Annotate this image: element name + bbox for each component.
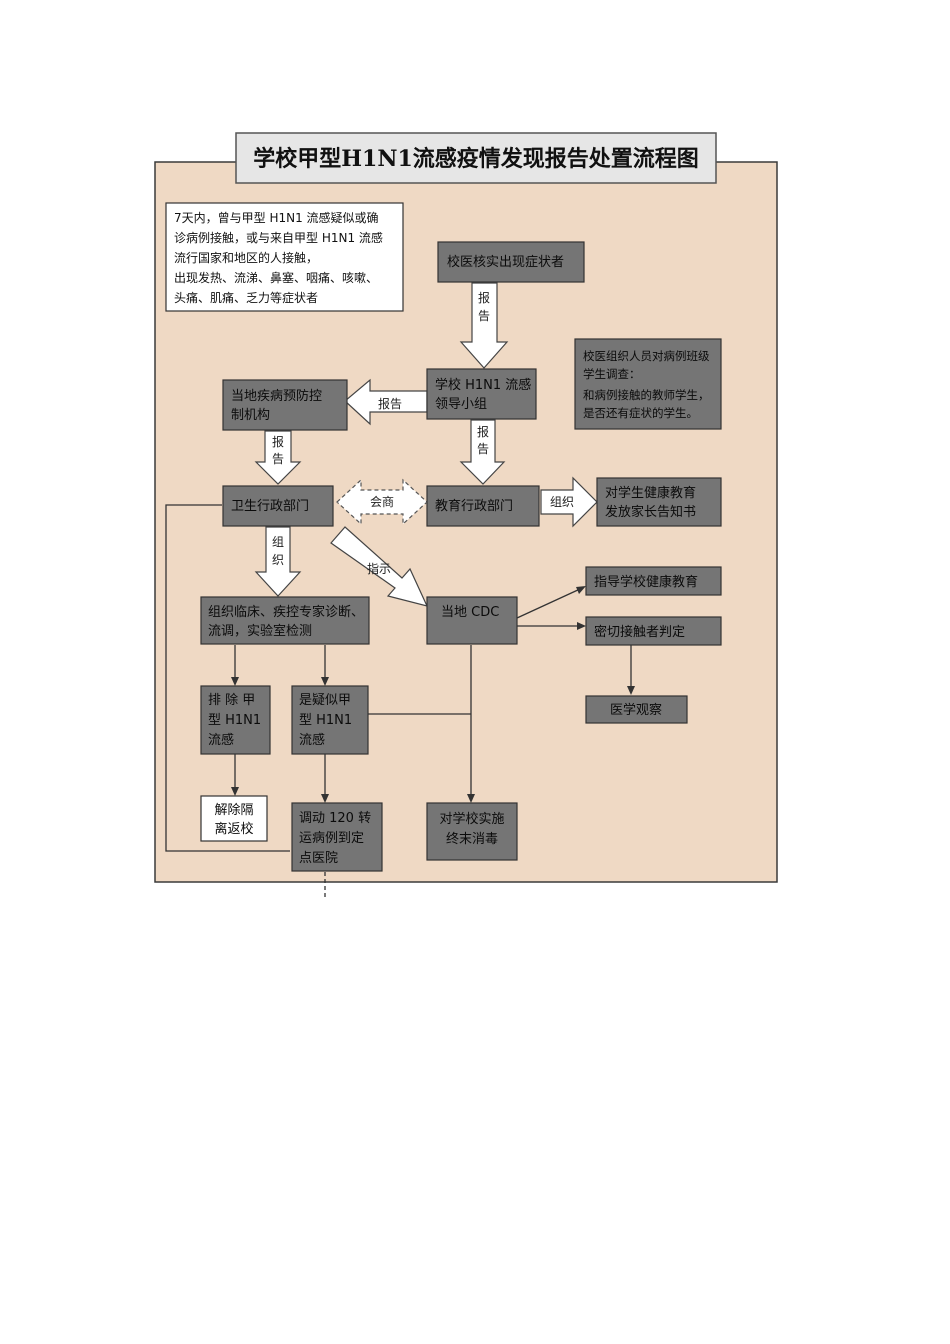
- note-line-2: 诊病例接触，或与来自甲型 H1N1 流感: [174, 230, 383, 245]
- suspected-case-text-1: 是疑似甲: [299, 692, 351, 708]
- excluded-case-text-2: 型 H1N1: [208, 713, 261, 728]
- excluded-case-box: [200, 685, 271, 755]
- report-arrow-1: [459, 282, 509, 369]
- investigation-box: [574, 338, 722, 430]
- organize-arrow-1-label: 组织: [550, 495, 574, 509]
- health-education-text-2: 发放家长告知书: [605, 504, 696, 520]
- report-arrow-4: [459, 419, 506, 485]
- suspected-case-box: [291, 685, 369, 755]
- release-text-2: 离返校: [214, 821, 253, 837]
- note-line-4: 出现发热、流涕、鼻塞、咽痛、咳嗽、: [174, 270, 378, 285]
- report-arrow-4-label-a: 报: [477, 424, 489, 439]
- release-box: [200, 795, 268, 842]
- local-cdc-box: [426, 596, 518, 645]
- note-line-3: 流行国家和地区的人接触，: [174, 250, 318, 265]
- suspected-case-text-2: 型 H1N1: [299, 713, 352, 728]
- transfer-hospital-text-1: 调动 120 转: [299, 811, 371, 826]
- instruct-arrow: [330, 526, 429, 607]
- local-cdc-org-text-2: 制机构: [231, 408, 270, 423]
- medical-observation-box: [585, 695, 688, 724]
- expert-diagnosis-box: [200, 596, 370, 645]
- symptom-criteria-box: [165, 202, 404, 312]
- suspected-case-text-3: 流感: [299, 732, 325, 748]
- disinfection-box: [426, 802, 518, 861]
- local-cdc-org-box: [222, 379, 348, 431]
- close-contact-box: [585, 616, 722, 646]
- note-line-5: 头痛、肌痛、乏力等症状者: [174, 290, 318, 305]
- report-arrow-2: [344, 378, 428, 426]
- release-text-1: 解除隔: [214, 803, 253, 818]
- report-arrow-2-label: 报告: [378, 396, 402, 411]
- excluded-case-text-1: 排 除 甲: [208, 693, 255, 708]
- organize-arrow-2-label-b: 织: [272, 553, 284, 567]
- arrowheads: [231, 586, 635, 803]
- transfer-hospital-box: [291, 802, 383, 872]
- report-arrow-1-label-a: 报: [478, 290, 490, 305]
- disinfection-text-1: 对学校实施: [439, 811, 504, 827]
- page-title: 学校甲型H1N1流感疫情发现报告处置流程图: [253, 146, 699, 172]
- report-arrow-1-label-b: 告: [478, 309, 490, 323]
- expert-diagnosis-text-1: 组织临床、疾控专家诊断、: [208, 604, 364, 620]
- transfer-hospital-text-3: 点医院: [299, 851, 338, 866]
- health-education-box: [596, 477, 722, 527]
- organize-arrow-1: [540, 476, 598, 528]
- note-line-1: 7天内，曾与甲型 H1N1 流感疑似或确: [174, 210, 379, 225]
- leader-group-text-2: 领导小组: [435, 397, 487, 412]
- organize-arrow-2: [254, 526, 302, 597]
- school-doctor-box: [437, 241, 585, 283]
- consult-arrow-label: 会商: [370, 494, 394, 509]
- investigation-text-3: 和病例接触的教师学生，: [583, 388, 710, 402]
- report-arrow-3: [254, 430, 302, 485]
- investigation-text-1: 校医组织人员对病例班级: [583, 349, 710, 363]
- health-dept-text: 卫生行政部门: [231, 499, 309, 514]
- excluded-case-text-3: 流感: [208, 732, 234, 748]
- investigation-text-4: 是否还有症状的学生。: [583, 406, 698, 420]
- instruct-arrow-label: 指示: [367, 561, 391, 576]
- report-arrow-3-label-a: 报: [272, 434, 284, 449]
- leader-group-box: [426, 368, 537, 420]
- medical-observation-text: 医学观察: [610, 702, 662, 718]
- expert-diagnosis-text-2: 流调，实验室检测: [208, 623, 312, 639]
- transfer-hospital-text-2: 运病例到定: [299, 831, 364, 846]
- guide-school-text: 指导学校健康教育: [594, 574, 698, 590]
- organize-arrow-2-label-a: 组: [272, 535, 284, 549]
- report-arrow-4-label-b: 告: [477, 442, 489, 456]
- report-arrow-3-label-b: 告: [272, 452, 284, 466]
- title-box: [235, 132, 717, 184]
- investigation-text-2: 学生调查：: [583, 367, 641, 381]
- school-doctor-text: 校医核实出现症状者: [447, 254, 564, 270]
- connector-lines: [165, 504, 632, 900]
- disinfection-text-2: 终末消毒: [446, 831, 498, 847]
- health-dept-box: [222, 485, 334, 527]
- edu-dept-box: [426, 485, 540, 527]
- leader-group-text-1: 学校 H1N1 流感: [435, 377, 531, 393]
- guide-school-box: [585, 566, 722, 596]
- local-cdc-org-text-1: 当地疾病预防控: [231, 388, 322, 404]
- edu-dept-text: 教育行政部门: [435, 498, 513, 514]
- local-cdc-text: 当地 CDC: [441, 605, 499, 620]
- health-education-text-1: 对学生健康教育: [605, 485, 696, 501]
- close-contact-text: 密切接触者判定: [594, 624, 685, 640]
